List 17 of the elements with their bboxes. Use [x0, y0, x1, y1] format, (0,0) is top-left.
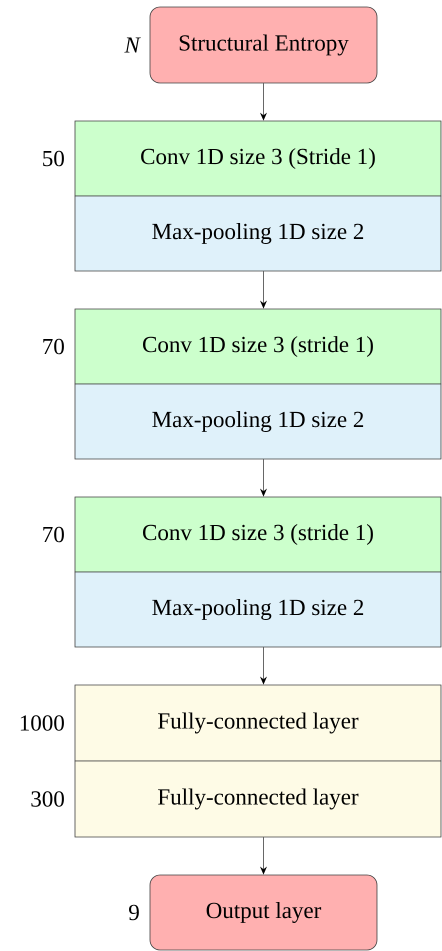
layer-size-label: 9 — [129, 904, 139, 920]
layer-size-label: 70 — [43, 338, 64, 354]
input-box: Structural Entropy — [150, 6, 378, 84]
conv-layer-box: Conv 1D size 3 (stride 1) — [74, 308, 442, 384]
layer-size-label: 70 — [43, 526, 64, 542]
dense-layer-box: Fully-connected layer — [74, 760, 442, 838]
layer-size-label: N — [124, 37, 141, 53]
conv-layer-box: Conv 1D size 3 (stride 1) — [74, 496, 442, 572]
pooling-layer-box: Max-pooling 1D size 2 — [74, 572, 442, 648]
layer-size-label: 300 — [31, 791, 64, 807]
dense-layer-box: Fully-connected layer — [74, 684, 442, 762]
conv-layer-box: Conv 1D size 3 (Stride 1) — [74, 120, 442, 196]
pooling-layer-box: Max-pooling 1D size 2 — [74, 384, 442, 460]
layer-size-label: 1000 — [20, 715, 64, 731]
layer-size-label: 50 — [43, 150, 64, 166]
pooling-layer-box: Max-pooling 1D size 2 — [74, 196, 442, 272]
output-box: Output layer — [150, 874, 378, 950]
